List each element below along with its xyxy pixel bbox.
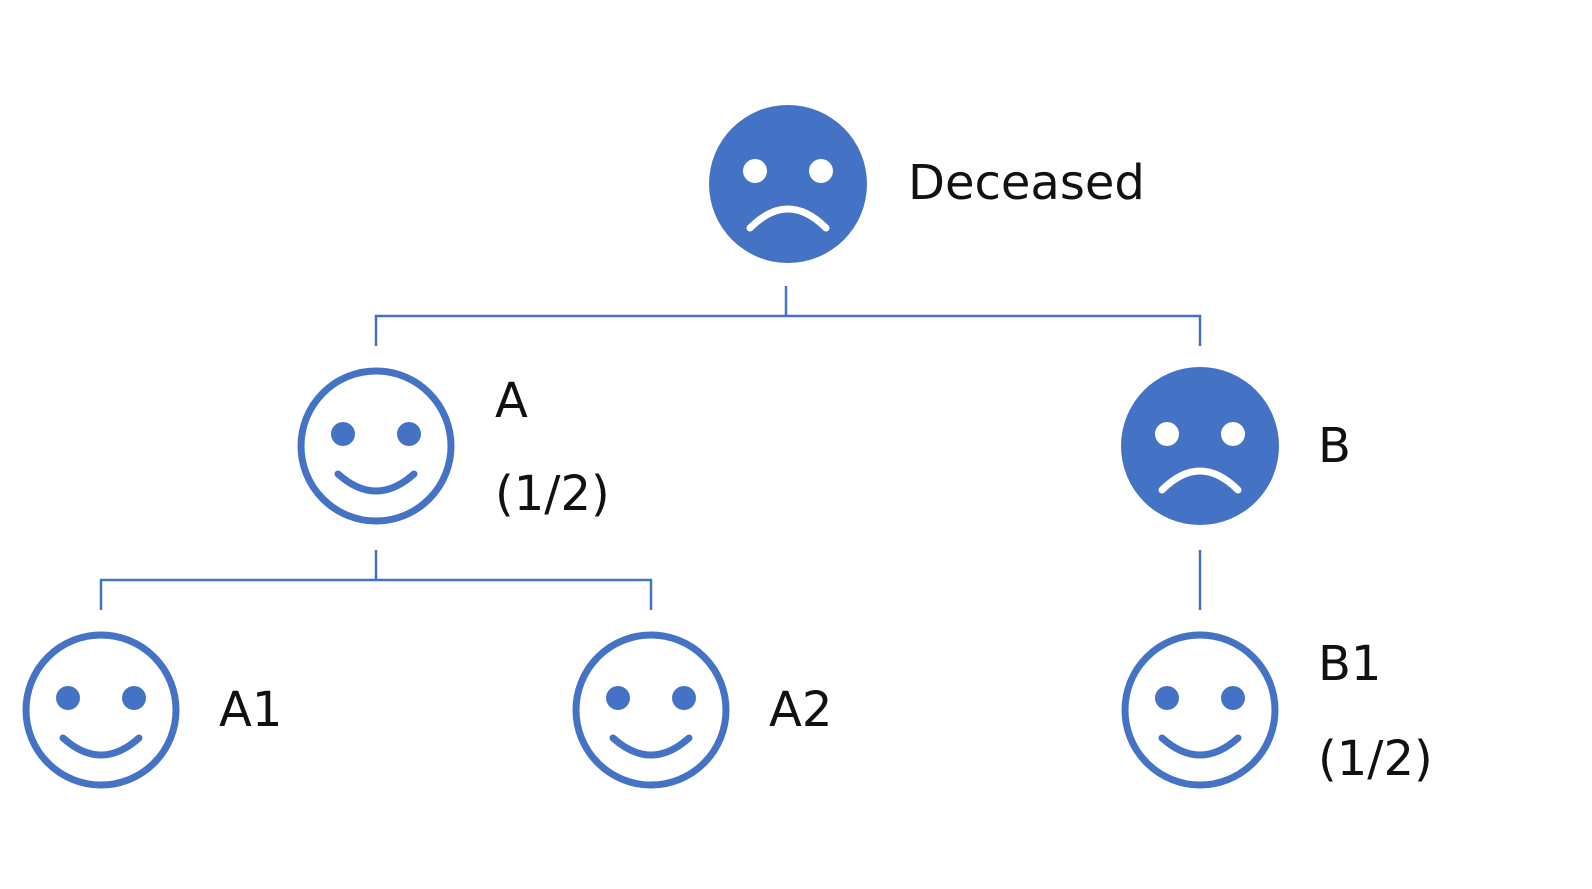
share-a: (1/2) <box>495 466 610 522</box>
label-deceased: Deceased <box>908 155 1145 211</box>
connectors <box>99 286 1202 610</box>
node-b <box>1121 367 1279 525</box>
label-a2: A2 <box>769 682 832 738</box>
node-deceased <box>709 105 867 263</box>
node-a1 <box>22 631 180 789</box>
node-a <box>297 367 455 525</box>
connector-a-to-children <box>99 550 653 610</box>
smiley-face-icon <box>572 631 730 789</box>
label-a1: A1 <box>219 682 282 738</box>
smiley-face-icon <box>297 367 455 525</box>
sad-face-icon <box>709 105 867 263</box>
node-b1 <box>1121 631 1279 789</box>
connector-deceased-to-children <box>374 286 1202 346</box>
label-a: A <box>495 373 528 429</box>
label-b1: B1 <box>1318 636 1381 692</box>
smiley-face-icon <box>22 631 180 789</box>
node-a2 <box>572 631 730 789</box>
sad-face-icon <box>1121 367 1279 525</box>
smiley-face-icon <box>1121 631 1279 789</box>
share-b1: (1/2) <box>1318 731 1433 787</box>
label-b: B <box>1318 418 1351 474</box>
